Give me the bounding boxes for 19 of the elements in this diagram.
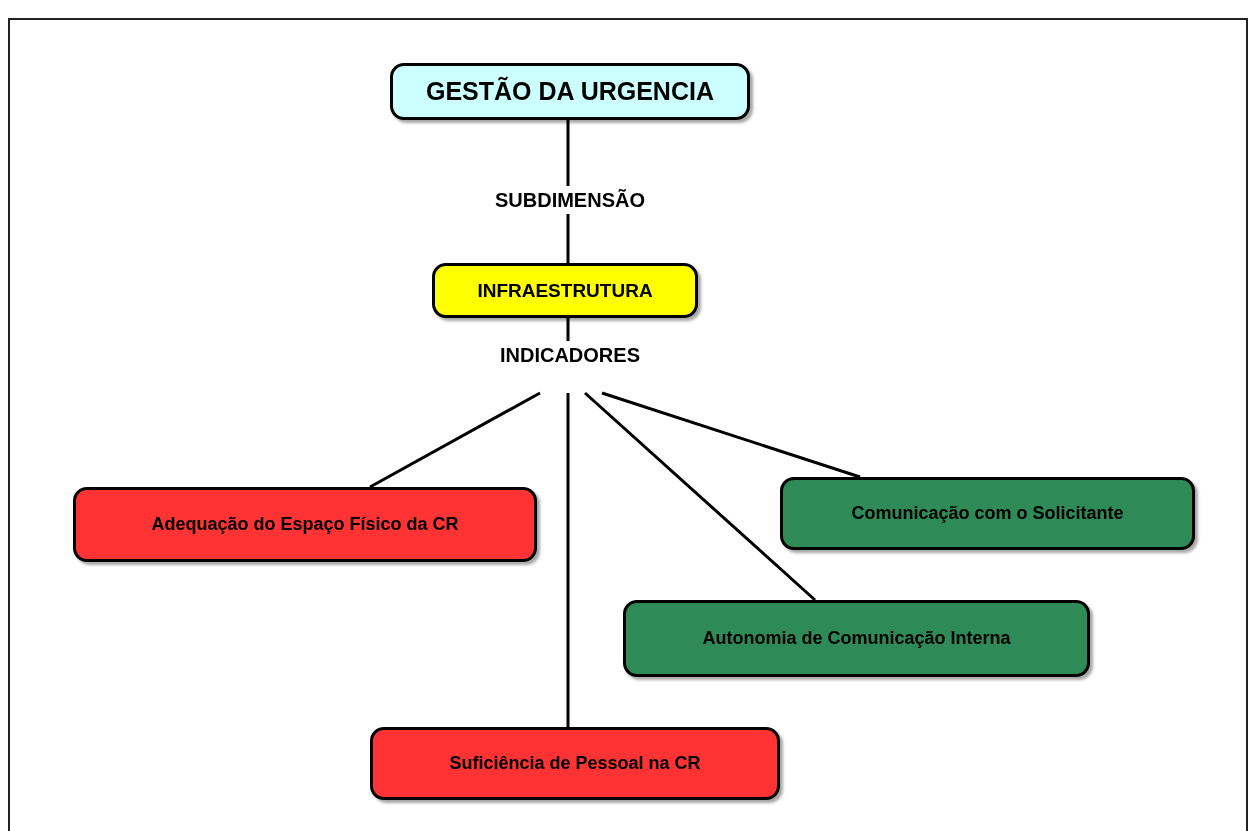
connector-line — [584, 391, 816, 602]
indicator-box — [370, 727, 780, 800]
indicator-box — [73, 487, 537, 562]
box-text: Comunicação com o Solicitante — [851, 503, 1124, 524]
box-text: INFRAESTRUTURA — [477, 279, 653, 302]
connector-line — [369, 391, 541, 489]
title-box — [390, 63, 750, 120]
connector-line — [601, 391, 861, 479]
indicator-box — [780, 477, 1195, 550]
connector-line — [566, 318, 570, 341]
concept-box — [432, 263, 698, 318]
connector-line — [566, 120, 570, 186]
box-text: Suficiência de Pessoal na CR — [449, 753, 701, 774]
connector-line — [566, 214, 570, 263]
indicator-box — [623, 600, 1090, 677]
box-text: Adequação do Espaço Físico da CR — [151, 514, 459, 535]
box-text: GESTÃO DA URGENCIA — [426, 77, 714, 106]
box-text: Autonomia de Comunicação Interna — [702, 628, 1011, 649]
connector-line — [566, 393, 570, 727]
